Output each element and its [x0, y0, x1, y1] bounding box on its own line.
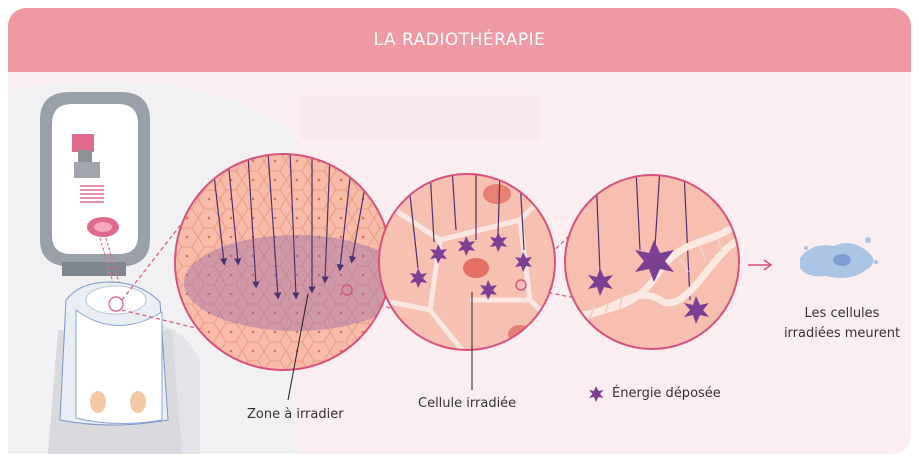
- dead-cell-icon: [800, 237, 878, 278]
- zoom-circle-tissue: [175, 152, 408, 370]
- zoom-circle-cells: [379, 168, 560, 360]
- energy-legend-star-icon: [589, 386, 604, 402]
- label-result-line1: Les cellules: [805, 306, 880, 321]
- radiotherapy-machine-icon: [40, 92, 150, 276]
- label-zone: Zone à irradier: [247, 407, 344, 422]
- label-cellule: Cellule irradiée: [418, 396, 516, 411]
- arrow-right-icon: [748, 260, 771, 270]
- label-result-line2: irradiées meurent: [784, 326, 900, 341]
- zoom-circle-dna: [560, 168, 750, 349]
- label-energie: Énergie déposée: [612, 385, 721, 401]
